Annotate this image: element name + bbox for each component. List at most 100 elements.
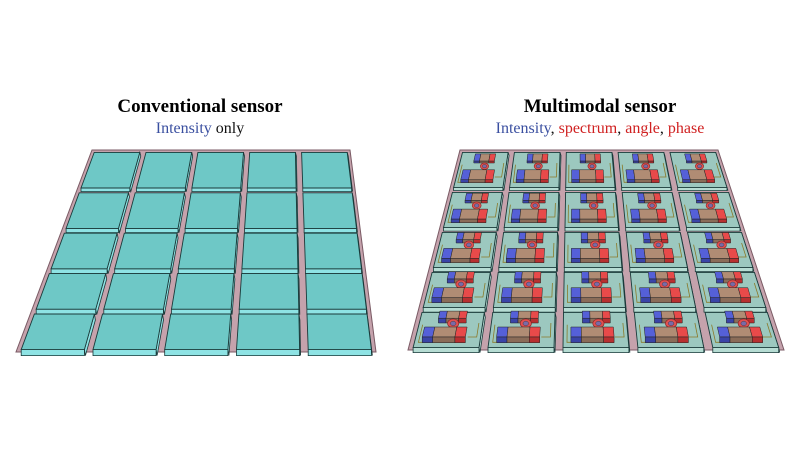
pixel-front bbox=[443, 227, 498, 232]
pixel-front bbox=[184, 227, 238, 234]
upper-blue-segment-top bbox=[581, 271, 590, 280]
subtitle-part: angle bbox=[625, 120, 660, 137]
multimodal-sensor-subtitle: Intensity, spectrum, angle, phase bbox=[400, 120, 800, 138]
pixel-top bbox=[20, 313, 95, 351]
upper-brown-segment-top bbox=[525, 232, 538, 240]
lower-red-segment-top bbox=[600, 287, 612, 298]
upper-brown-segment-top bbox=[479, 153, 491, 162]
upper-brown-segment-top bbox=[731, 310, 748, 319]
ring-center bbox=[594, 281, 600, 287]
lower-blue-segment-top bbox=[630, 208, 641, 220]
sensor-pixel bbox=[65, 191, 130, 235]
lower-red-segment-front bbox=[601, 297, 612, 303]
upper-blue-segment-front bbox=[632, 160, 640, 164]
upper-brown-segment-top bbox=[521, 271, 535, 280]
pixel-top bbox=[164, 313, 232, 351]
lower-brown-segment-top bbox=[441, 287, 465, 298]
circuit-trace bbox=[726, 202, 734, 218]
ring-center bbox=[482, 164, 487, 169]
lower-red-segment-front bbox=[462, 297, 473, 303]
ring-center bbox=[535, 164, 541, 169]
sensor-pixel bbox=[103, 273, 172, 316]
upper-red-segment-top bbox=[481, 192, 489, 201]
upper-blue-segment-top bbox=[647, 271, 657, 280]
lower-brown-segment-front bbox=[515, 258, 536, 263]
lower-blue-segment-front bbox=[640, 297, 651, 303]
lower-brown-segment-front bbox=[523, 179, 541, 183]
lower-blue-segment-front bbox=[441, 258, 451, 263]
upper-red-segment-top bbox=[732, 271, 743, 280]
upper-blue-segment-front bbox=[455, 239, 463, 244]
upper-brown-segment-top bbox=[589, 310, 603, 319]
upper-brown-segment-top bbox=[660, 310, 675, 319]
lower-red-segment-top bbox=[599, 248, 610, 259]
lower-blue-segment-top bbox=[570, 287, 582, 298]
sensor-pixel bbox=[503, 191, 561, 232]
lower-red-segment-front bbox=[454, 336, 466, 343]
pixel-front bbox=[564, 227, 619, 232]
upper-brown-segment-front bbox=[532, 160, 543, 164]
upper-brown-segment-top bbox=[453, 271, 468, 280]
pixel-front bbox=[307, 349, 372, 357]
lower-brown-segment-top bbox=[468, 169, 488, 180]
pixel-front bbox=[433, 267, 492, 273]
upper-red-segment-top bbox=[594, 153, 601, 162]
upper-red-segment-top bbox=[721, 232, 731, 240]
lower-red-segment-top bbox=[662, 248, 675, 259]
pixel-top bbox=[92, 313, 164, 351]
pixel-top bbox=[50, 232, 118, 270]
circuit-trace bbox=[659, 162, 667, 178]
pixel-top bbox=[305, 273, 367, 310]
circuit-trace bbox=[714, 162, 722, 178]
upper-red-segment-top bbox=[660, 232, 669, 240]
upper-blue-segment-top bbox=[582, 310, 591, 319]
pixel-front bbox=[136, 187, 186, 193]
upper-brown-segment-top bbox=[532, 153, 543, 162]
subtitle-part: , bbox=[617, 120, 626, 137]
upper-blue-segment-front bbox=[696, 200, 703, 204]
lower-red-segment-top bbox=[595, 169, 605, 180]
upper-red-segment-front bbox=[594, 160, 601, 164]
lower-red-segment-front bbox=[603, 336, 615, 343]
lower-brown-segment-front bbox=[699, 218, 719, 223]
upper-blue-segment-front bbox=[579, 160, 586, 164]
lower-red-segment-front bbox=[534, 258, 545, 263]
upper-brown-segment-top bbox=[721, 271, 736, 280]
upper-blue-segment-front bbox=[464, 200, 472, 204]
upper-brown-segment-top bbox=[587, 232, 600, 240]
lower-brown-segment-front bbox=[729, 336, 753, 343]
lower-blue-segment-front bbox=[719, 336, 731, 343]
lower-red-segment-front bbox=[729, 258, 739, 263]
lower-blue-segment-front bbox=[571, 218, 581, 223]
sensor-pixel bbox=[678, 191, 742, 232]
upper-red-segment-front bbox=[596, 200, 604, 204]
pixel-front bbox=[686, 227, 741, 232]
sensor-pixel bbox=[303, 232, 363, 275]
ring-center bbox=[522, 320, 529, 326]
upper-brown-segment-top bbox=[528, 192, 540, 201]
lower-blue-segment-front bbox=[700, 258, 711, 263]
upper-red-segment-top bbox=[541, 153, 549, 162]
ring-center bbox=[450, 320, 457, 326]
lower-brown-segment-top bbox=[638, 208, 659, 220]
upper-brown-segment-top bbox=[517, 310, 532, 319]
upper-red-segment-front bbox=[488, 160, 495, 164]
upper-blue-segment-front bbox=[726, 317, 735, 324]
ring-center bbox=[718, 242, 725, 247]
lower-blue-segment-top bbox=[496, 326, 509, 338]
lower-brown-segment-front bbox=[719, 297, 742, 303]
lower-brown-segment-top bbox=[506, 326, 531, 338]
multimodal-sensor-array bbox=[407, 149, 785, 354]
sensor-pixel bbox=[306, 313, 373, 357]
upper-red-segment-front bbox=[538, 200, 546, 204]
sensor-pixel bbox=[114, 232, 179, 275]
sensor-pixel bbox=[236, 313, 301, 357]
subtitle-part: , bbox=[550, 120, 559, 137]
pixel-front bbox=[244, 227, 298, 234]
ring-center bbox=[740, 320, 747, 326]
pixel-top bbox=[302, 192, 358, 229]
upper-blue-segment-top bbox=[526, 153, 534, 162]
upper-red-segment-top bbox=[458, 310, 468, 319]
lower-brown-segment-front bbox=[634, 179, 652, 183]
lower-blue-segment-front bbox=[570, 336, 582, 343]
